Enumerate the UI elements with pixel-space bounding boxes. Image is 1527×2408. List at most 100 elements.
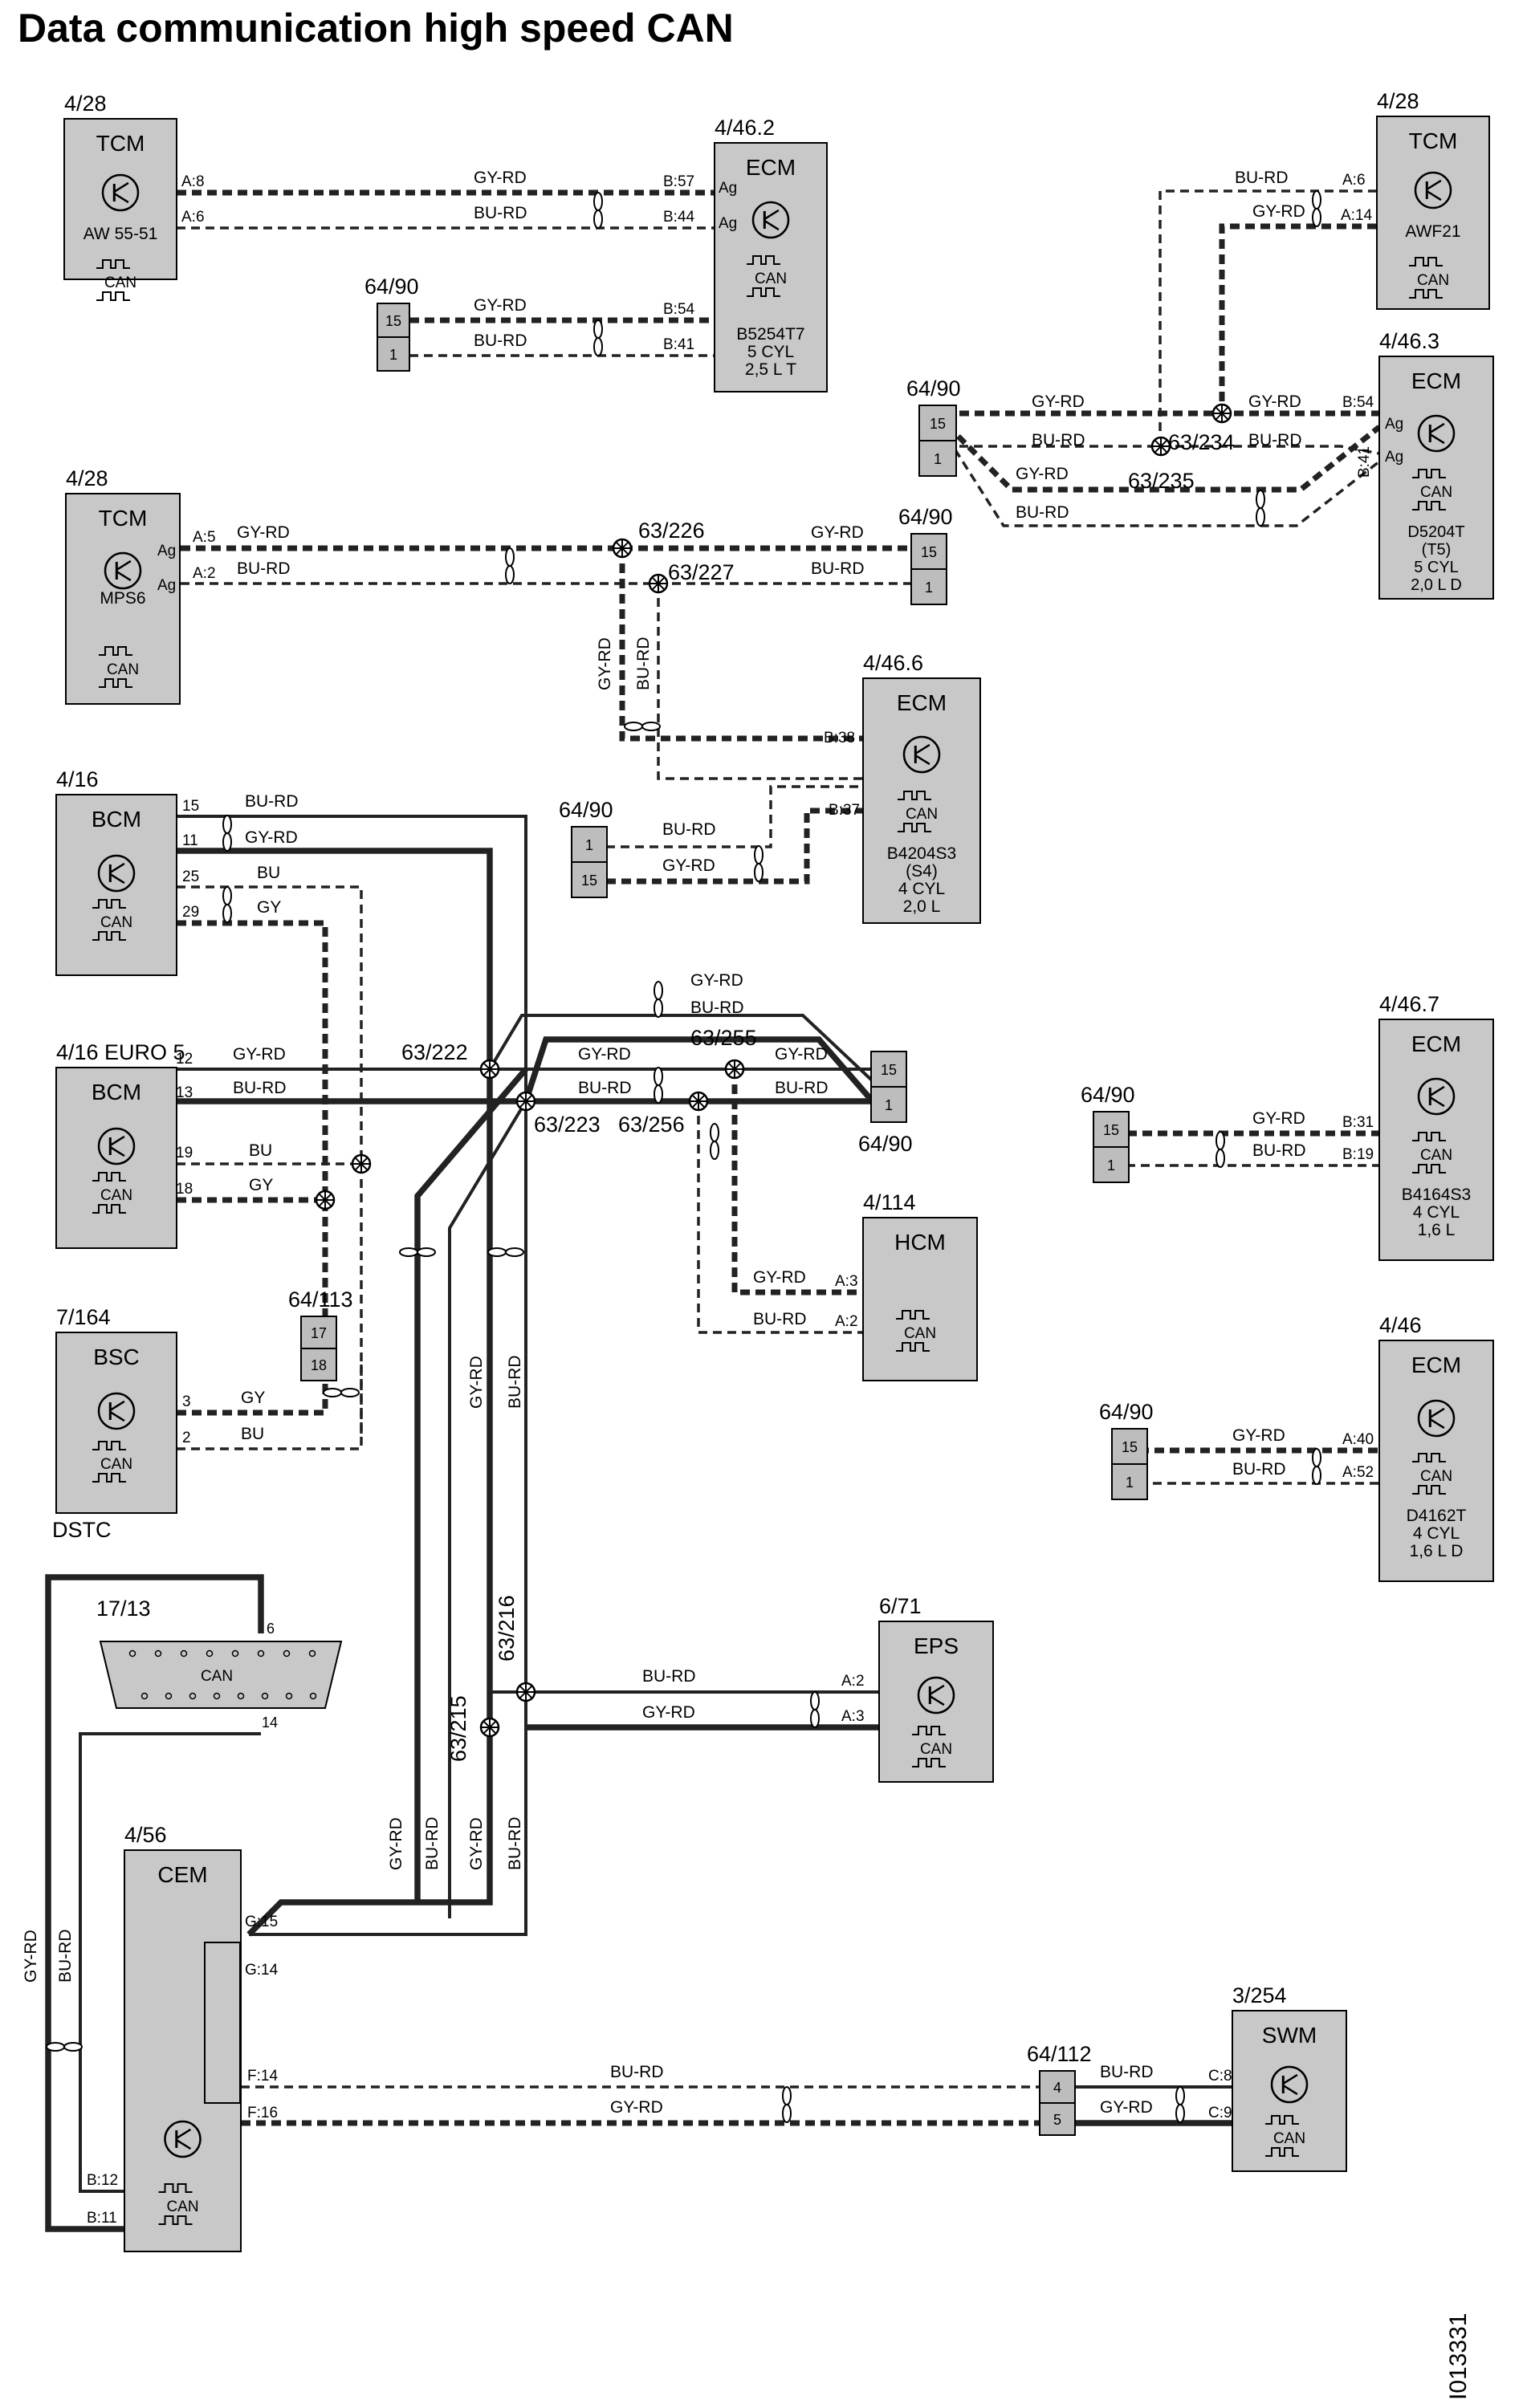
wire <box>657 584 863 780</box>
twist-loop <box>505 1247 524 1257</box>
dlc-pin <box>165 1692 173 1700</box>
icon-stroke <box>109 862 125 873</box>
dlc-pin <box>308 1649 316 1658</box>
twist-loop <box>1312 190 1321 209</box>
pin-label: 15 <box>182 798 199 815</box>
module-ref: 3/254 <box>1232 1983 1287 2007</box>
icon-stroke <box>1429 433 1445 445</box>
module-name: ECM <box>1411 368 1461 393</box>
can-bus-icon: CAN <box>92 1172 132 1214</box>
module-spec: 5 CYL <box>1414 559 1459 576</box>
icon-stroke <box>764 209 780 220</box>
can-wave <box>1412 501 1446 510</box>
twist-loop <box>593 209 603 229</box>
can-wave <box>92 899 126 909</box>
pin-label: F:16 <box>247 2105 278 2121</box>
pin-number: 1 <box>1107 1157 1115 1173</box>
dlc-ref: 17/13 <box>96 1597 151 1621</box>
module-spec: 5 CYL <box>747 343 794 361</box>
pin-label: Ag <box>157 577 176 594</box>
connector-pin <box>910 533 947 570</box>
module-spec: 4 CYL <box>1413 1524 1460 1543</box>
transistor-icon <box>97 1392 136 1430</box>
module-spec: 4 CYL <box>1413 1203 1460 1222</box>
twist-loop <box>593 337 603 356</box>
module-spec: MPS6 <box>100 589 145 608</box>
can-text: CAN <box>104 275 136 291</box>
icon-stroke <box>929 1695 945 1706</box>
can-wave <box>747 287 780 297</box>
twist-loop <box>1175 2086 1185 2105</box>
twist-loop <box>593 319 603 339</box>
dlc-pin-label: 14 <box>262 1714 278 1731</box>
icon-stroke <box>1426 179 1442 190</box>
twist-marker <box>1312 190 1321 227</box>
can-bus-icon: CAN <box>747 255 787 297</box>
twist-loop <box>710 1123 719 1142</box>
module-name: BCM <box>92 807 141 832</box>
wire-color-label: GY-RD <box>642 1703 695 1722</box>
dlc-pin <box>154 1649 162 1658</box>
wire <box>177 885 363 1437</box>
dlc-pin <box>283 1649 291 1658</box>
icon-stroke <box>914 755 930 766</box>
can-text: CAN <box>1420 1468 1452 1485</box>
wire-color-label: BU-RD <box>775 1079 829 1097</box>
pin-label: F:14 <box>247 2068 278 2085</box>
twist-loop <box>399 1247 418 1257</box>
pin-number: 4 <box>1053 2080 1061 2096</box>
connector-ref: 64/113 <box>288 1287 353 1312</box>
twist-loop <box>1215 1131 1225 1150</box>
connector-ref: 64/90 <box>906 376 961 401</box>
can-text: CAN <box>904 1325 936 1342</box>
wire-color-label: BU-RD <box>811 559 865 578</box>
twist-loop <box>754 845 764 864</box>
twist-marker <box>1215 1131 1225 1168</box>
wire <box>606 807 863 885</box>
pin-label: Ag <box>1385 416 1403 433</box>
module-ref: 4/28 <box>64 92 107 116</box>
can-wave <box>92 1204 126 1214</box>
pin-number: 15 <box>881 1062 897 1078</box>
wire-color-label: GY-RD <box>474 169 527 187</box>
dlc-pin <box>128 1649 136 1658</box>
connector-pin <box>870 1086 907 1123</box>
module-ref: 4/56 <box>124 1823 167 1847</box>
twist-loop <box>417 1247 436 1257</box>
pin-number: 15 <box>385 313 401 329</box>
splice-point <box>351 1153 372 1174</box>
connector-pin <box>1111 1463 1148 1500</box>
wire-color-label: BU-RD <box>634 637 653 691</box>
wire <box>619 548 863 742</box>
wire <box>731 1069 871 1296</box>
wire-color-label: BU-RD <box>578 1079 632 1097</box>
dlc-body <box>99 1641 343 1709</box>
icon-stroke <box>1429 422 1445 433</box>
icon-stroke <box>109 1411 125 1422</box>
icon-stroke <box>109 1146 125 1157</box>
twist-marker <box>624 722 661 731</box>
wire-color-label: BU-RD <box>662 820 716 839</box>
module-spec: D4162T <box>1407 1507 1467 1525</box>
can-wave <box>1409 257 1443 266</box>
can-bus-icon: CAN <box>158 2183 199 2225</box>
connector-pin <box>910 568 947 605</box>
module-spec: (T5) <box>1422 541 1452 559</box>
icon-stroke <box>764 220 780 231</box>
twist-marker <box>222 815 232 852</box>
module-box <box>714 142 828 393</box>
module-name: BSC <box>93 1344 140 1369</box>
icon-stroke <box>1429 1096 1445 1108</box>
splice-point <box>724 1059 745 1080</box>
splice-ref: 63/215 <box>446 1695 470 1762</box>
twist-loop <box>624 722 643 731</box>
transistor-icon <box>917 1676 955 1714</box>
wire-color-label: GY <box>249 1176 273 1194</box>
transistor-icon <box>902 735 941 774</box>
icon-stroke <box>109 1400 125 1411</box>
wire-color-label: GY-RD <box>467 1817 486 1870</box>
module-box <box>862 677 981 924</box>
twist-marker <box>1256 490 1265 527</box>
icon-circle <box>1414 171 1452 209</box>
